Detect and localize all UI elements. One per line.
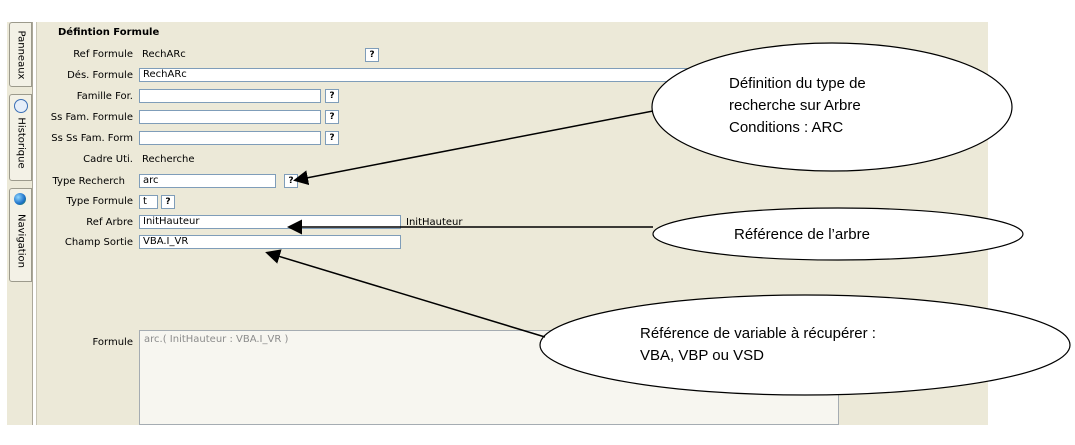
- formule-label: Formule: [92, 337, 133, 348]
- ref-formule-value: RechARc: [142, 49, 186, 60]
- bubble-3-line-2: VBA, VBP ou VSD: [640, 347, 764, 364]
- ss-ss-fam-field[interactable]: [139, 131, 321, 145]
- type-recherche-field[interactable]: arc: [139, 174, 276, 188]
- bubble-3-line-1: Référence de variable à récupérer :: [640, 325, 876, 342]
- ss-fam-label: Ss Fam. Formule: [50, 112, 133, 123]
- type-formule-field[interactable]: t: [139, 195, 158, 209]
- annotation-bubble-1: Définition du type de recherche sur Arbr…: [729, 73, 866, 139]
- ref-arbre-label: Ref Arbre: [86, 217, 133, 228]
- ss-ss-fam-label: Ss Ss Fam. Form: [51, 133, 133, 144]
- annotation-bubble-3: Référence de variable à récupérer : VBA,…: [640, 323, 876, 367]
- annotation-bubble-2-shape: [652, 207, 1024, 261]
- bubble-1-line-1: Définition du type de: [729, 75, 866, 92]
- champ-sortie-label: Champ Sortie: [64, 237, 133, 248]
- type-formule-help-button[interactable]: ?: [161, 195, 175, 209]
- tab-historique[interactable]: Historique: [9, 94, 32, 181]
- type-recherche-label: Type Recherch: [52, 176, 125, 187]
- bubble-2-line-1: Référence de l’arbre: [734, 226, 870, 243]
- bubble-1-line-3: Conditions : ARC: [729, 119, 844, 136]
- ref-formule-help-button[interactable]: ?: [365, 48, 379, 62]
- famille-field[interactable]: [139, 89, 321, 103]
- cadre-label: Cadre Uti.: [83, 154, 133, 165]
- history-icon: [14, 99, 28, 113]
- champ-sortie-field[interactable]: VBA.I_VR: [139, 235, 401, 249]
- ref-arbre-field[interactable]: InitHauteur: [139, 215, 401, 229]
- type-formule-label: Type Formule: [66, 196, 133, 207]
- famille-help-button[interactable]: ?: [325, 89, 339, 103]
- annotation-bubble-3-shape: [539, 294, 1071, 396]
- annotation-arrow-1: [293, 110, 654, 186]
- bubble-1-line-2: recherche sur Arbre: [729, 97, 861, 114]
- ss-fam-help-button[interactable]: ?: [325, 110, 339, 124]
- cadre-value: Recherche: [142, 154, 195, 165]
- ss-ss-fam-help-button[interactable]: ?: [325, 131, 339, 145]
- globe-icon: [14, 193, 26, 205]
- annotation-arrow-3: [265, 249, 546, 338]
- side-tab-strip: Panneaux Historique Navigation: [7, 22, 33, 425]
- tab-navigation[interactable]: Navigation: [9, 188, 32, 282]
- ref-arbre-display: InitHauteur: [406, 217, 463, 228]
- ref-formule-label: Ref Formule: [73, 49, 133, 60]
- section-title: Défintion Formule: [58, 27, 160, 38]
- des-formule-label: Dés. Formule: [67, 70, 133, 81]
- annotation-bubble-1-shape: [651, 42, 1013, 172]
- tab-panneaux[interactable]: Panneaux: [9, 22, 32, 87]
- ss-fam-field[interactable]: [139, 110, 321, 124]
- annotation-bubble-2: Référence de l’arbre: [734, 224, 870, 246]
- famille-label: Famille For.: [76, 91, 133, 102]
